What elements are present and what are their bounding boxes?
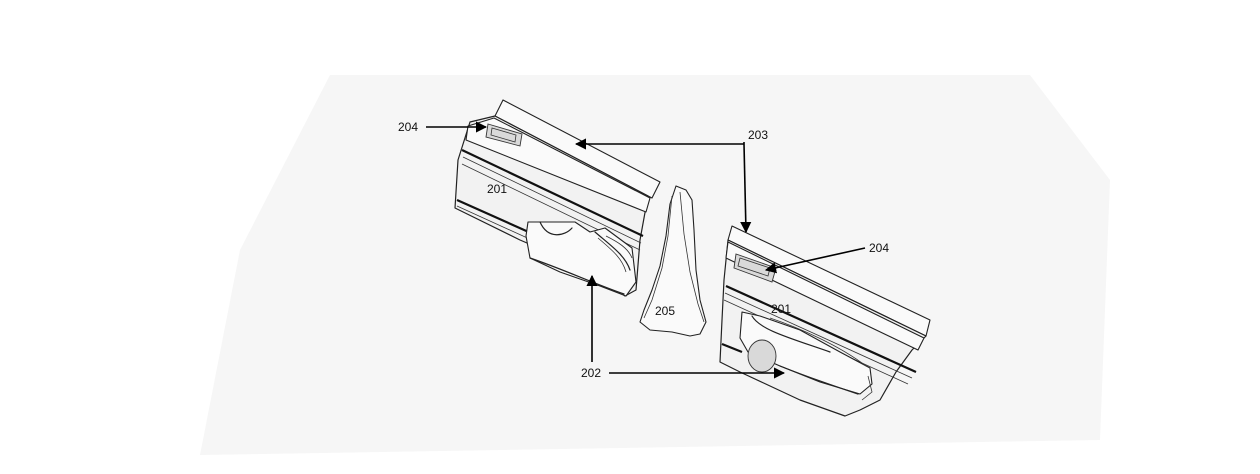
label-203: 203 [748, 128, 768, 142]
label-204-left: 204 [398, 120, 418, 134]
pillar-trim [639, 185, 707, 337]
leader-203-right [740, 143, 752, 234]
left-pocket [525, 221, 637, 297]
label-202: 202 [581, 366, 601, 380]
right-panel-body [719, 239, 927, 417]
label-201-right: 201 [771, 302, 791, 316]
pillar-body [639, 185, 707, 337]
background-shading [200, 75, 1110, 455]
label-201-left: 201 [487, 182, 507, 196]
right-pocket [739, 311, 873, 395]
label-205: 205 [655, 304, 675, 318]
leader-204-right [764, 247, 866, 274]
left-door-panel [454, 99, 661, 297]
left-handle-recess [485, 123, 523, 147]
label-204-right: 204 [869, 241, 889, 255]
right-pocket-opening [747, 339, 777, 373]
